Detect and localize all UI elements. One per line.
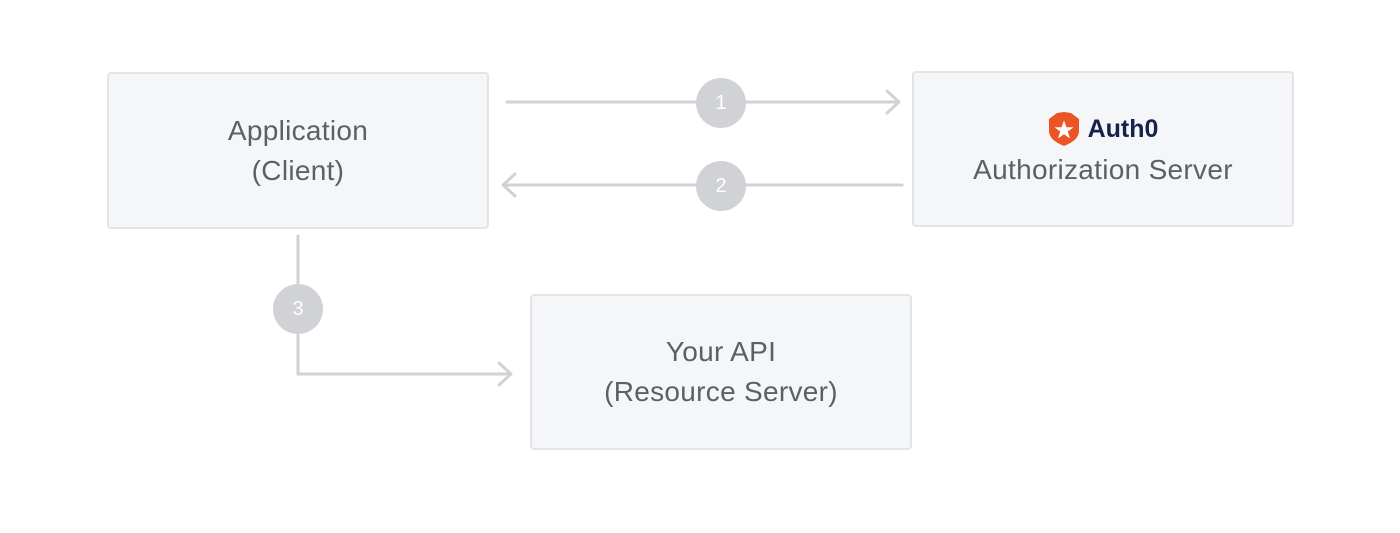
arrow-app-to-api — [296, 234, 512, 376]
step-3-badge: 3 — [273, 284, 323, 334]
authorization-server-title: Authorization Server — [973, 154, 1233, 185]
auth0-brand: Auth0 — [1048, 111, 1159, 147]
auth0-brand-name: Auth0 — [1087, 115, 1159, 143]
arrow-app-to-api-head — [497, 361, 513, 387]
application-client-node: Application (Client) — [107, 72, 489, 229]
api-title: Your API — [665, 336, 777, 367]
step-2-badge: 2 — [696, 161, 746, 211]
step-1-badge: 1 — [696, 78, 746, 128]
application-subtitle: (Client) — [251, 154, 345, 186]
arrow-app-to-auth-head — [885, 89, 901, 115]
api-subtitle: (Resource Server) — [604, 376, 838, 407]
arrow-auth-to-app-head — [501, 172, 517, 198]
resource-server-node: Your API (Resource Server) — [530, 294, 912, 450]
authorization-server-node: Auth0 Authorization Server — [912, 71, 1294, 227]
auth0-shield-icon — [1048, 112, 1079, 146]
application-title: Application — [227, 114, 369, 146]
